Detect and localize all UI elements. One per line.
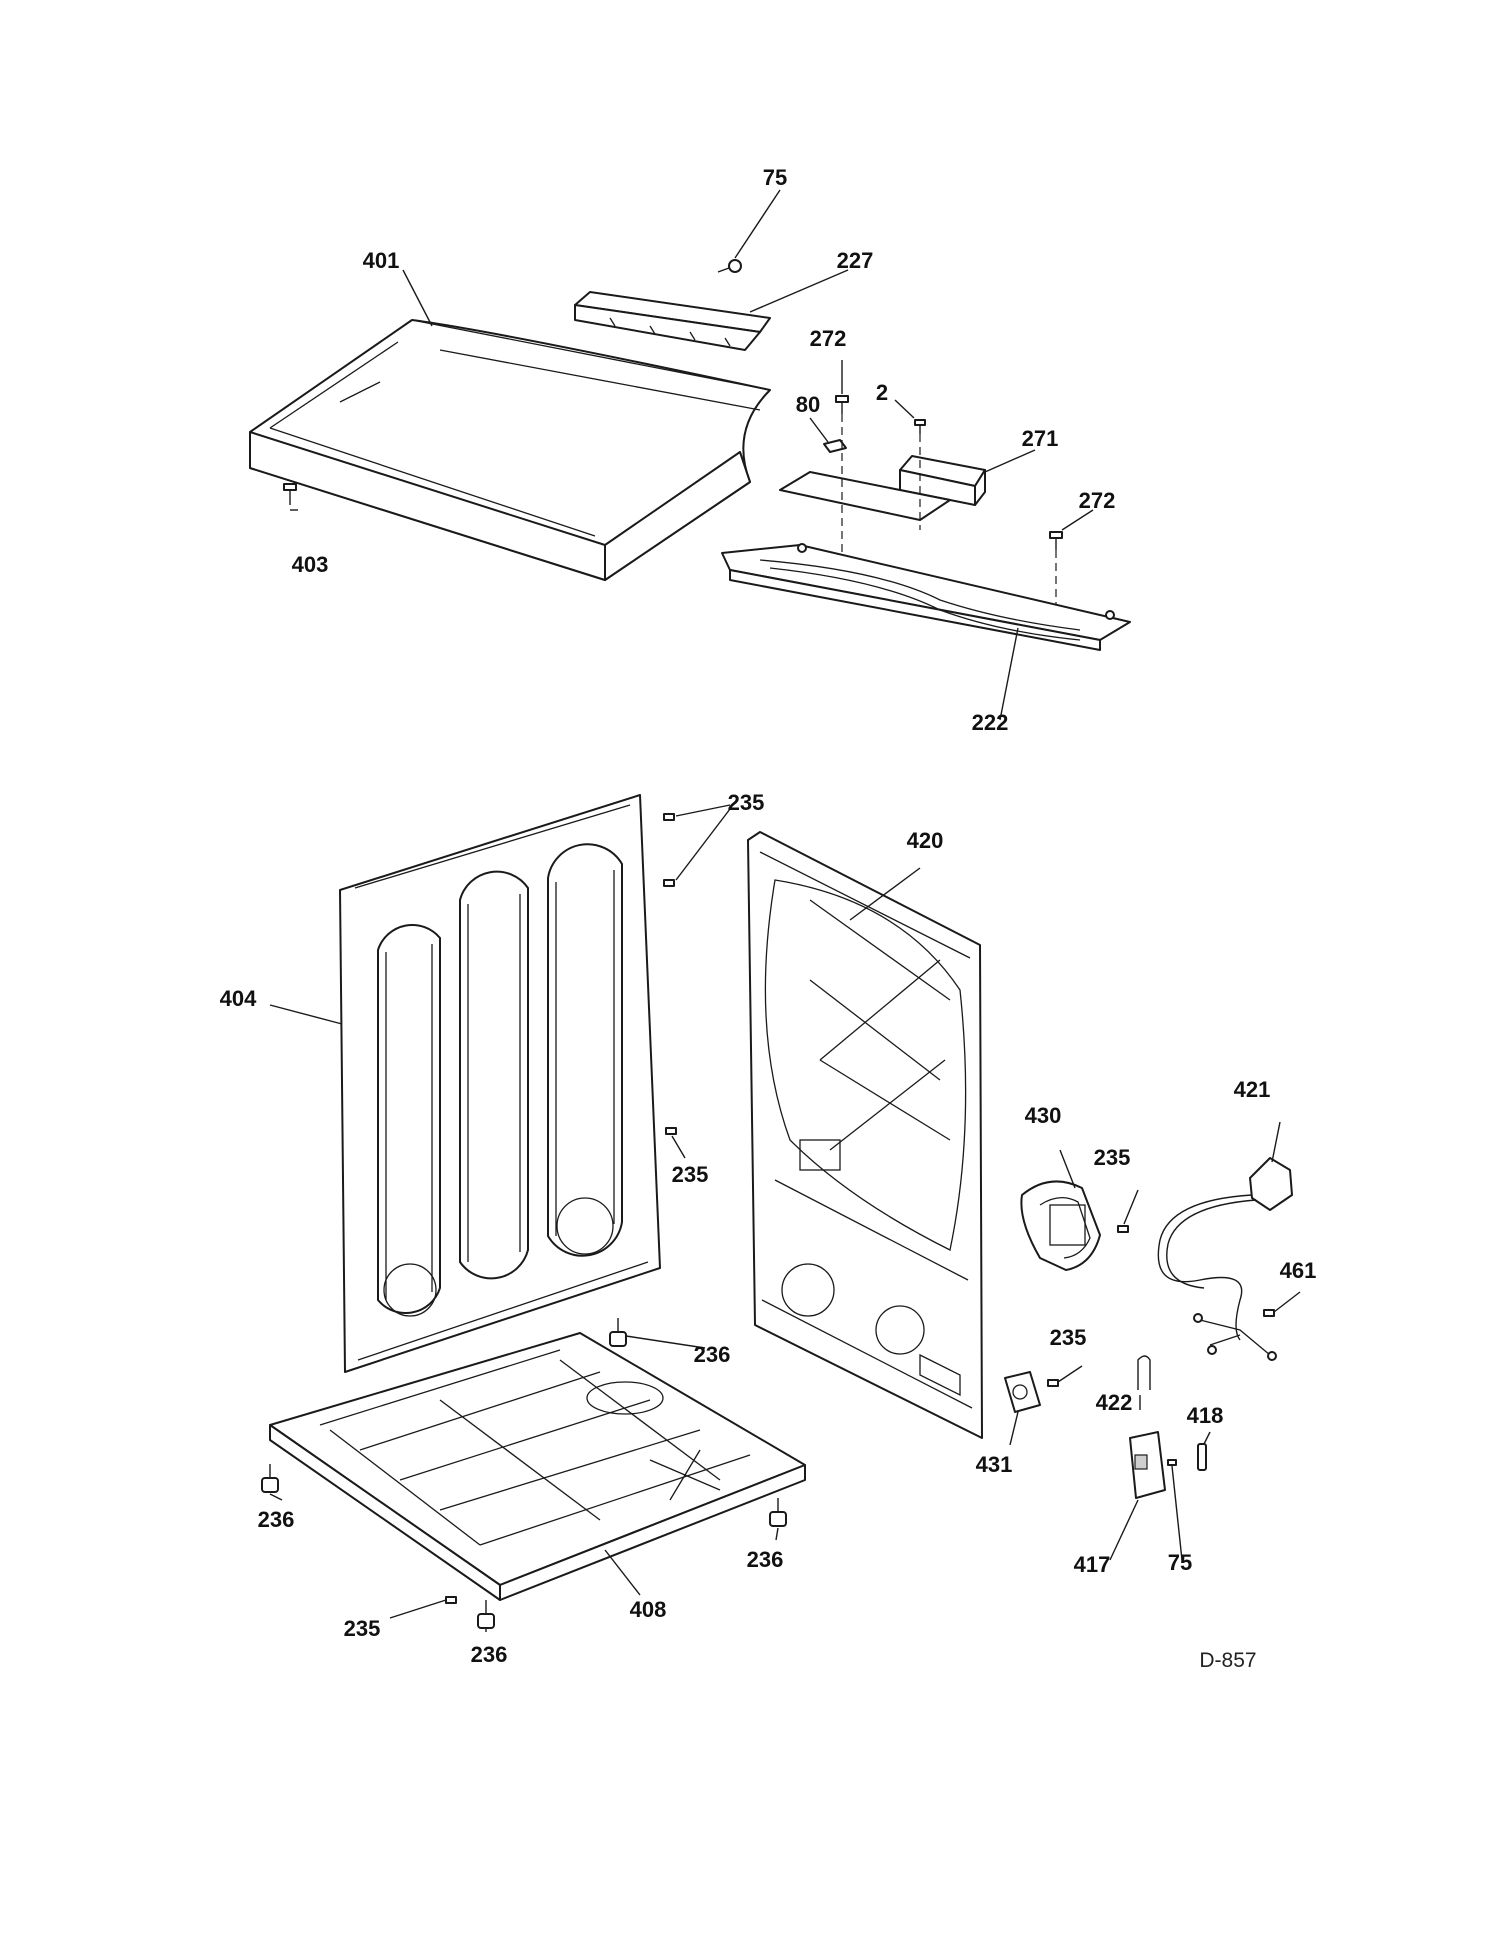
fuse-418 (1197, 1443, 1207, 1471)
bracket-430 (1020, 1180, 1129, 1271)
callout-271: 271 (1022, 426, 1059, 451)
screw-272-top (835, 395, 849, 414)
callout-75-top: 75 (763, 165, 787, 190)
callout-408: 408 (630, 1597, 667, 1622)
callout-80: 80 (796, 392, 820, 417)
bracket-227 (574, 291, 771, 351)
bracket-271 (899, 455, 986, 506)
callout-422: 422 (1096, 1390, 1133, 1415)
callout-235-bracket: 235 (1050, 1325, 1087, 1350)
screw-403 (283, 483, 297, 505)
screw-461 (1263, 1309, 1275, 1317)
screw-272-right (1049, 531, 1063, 550)
screw-75-top (717, 259, 742, 273)
callout-leaders (269, 189, 1301, 1632)
clip-422 (1137, 1355, 1151, 1390)
side-panel-404 (339, 794, 661, 1373)
foot-236-bottom (477, 1600, 495, 1629)
callout-430: 430 (1025, 1103, 1062, 1128)
callout-418: 418 (1187, 1403, 1224, 1428)
alignment-lines (841, 414, 1057, 610)
callout-236-right: 236 (694, 1342, 731, 1367)
callout-421: 421 (1234, 1077, 1271, 1102)
callout-235-harness: 235 (1094, 1145, 1131, 1170)
callout-236-left: 236 (258, 1507, 295, 1532)
callout-2: 2 (876, 380, 888, 405)
callout-431: 431 (976, 1452, 1013, 1477)
callout-235-bottom: 235 (344, 1616, 381, 1641)
foot-236-right (609, 1318, 627, 1347)
clip-80 (823, 439, 847, 453)
foot-236-left (261, 1464, 279, 1493)
callout-227: 227 (837, 248, 874, 273)
cover-417 (1129, 1431, 1166, 1499)
callout-420: 420 (907, 828, 944, 853)
top-panel-401 (249, 319, 771, 581)
screw-235-top (663, 813, 675, 887)
callout-222: 222 (972, 710, 1009, 735)
power-cord-421 (1157, 1157, 1293, 1361)
callout-236-front: 236 (747, 1547, 784, 1572)
base-408 (269, 1332, 806, 1601)
back-panel-420 (747, 831, 983, 1439)
callout-235-mid: 235 (672, 1162, 709, 1187)
callout-labels: 75 227 401 272 80 2 271 272 403 222 235 … (220, 165, 1317, 1672)
drawing-code: D-857 (1199, 1649, 1256, 1672)
cover-plate (779, 471, 951, 521)
callout-236-bottom: 236 (471, 1642, 508, 1667)
top-rail-222 (721, 543, 1131, 651)
callout-404: 404 (220, 986, 257, 1011)
callout-235-top: 235 (728, 790, 765, 815)
screw-235-bottom (445, 1596, 457, 1604)
callout-461: 461 (1280, 1258, 1317, 1283)
callout-75-bottom: 75 (1168, 1550, 1192, 1575)
bracket-431 (1004, 1371, 1059, 1413)
callout-272-top: 272 (810, 326, 847, 351)
foot-236-front (769, 1498, 787, 1527)
callout-272-right: 272 (1079, 488, 1116, 513)
screw-75-bottom (1167, 1459, 1177, 1466)
screw-2 (914, 419, 926, 434)
screw-235-mid (665, 1127, 677, 1135)
callout-417: 417 (1074, 1552, 1111, 1577)
callout-403: 403 (292, 552, 329, 577)
callout-401: 401 (363, 248, 400, 273)
